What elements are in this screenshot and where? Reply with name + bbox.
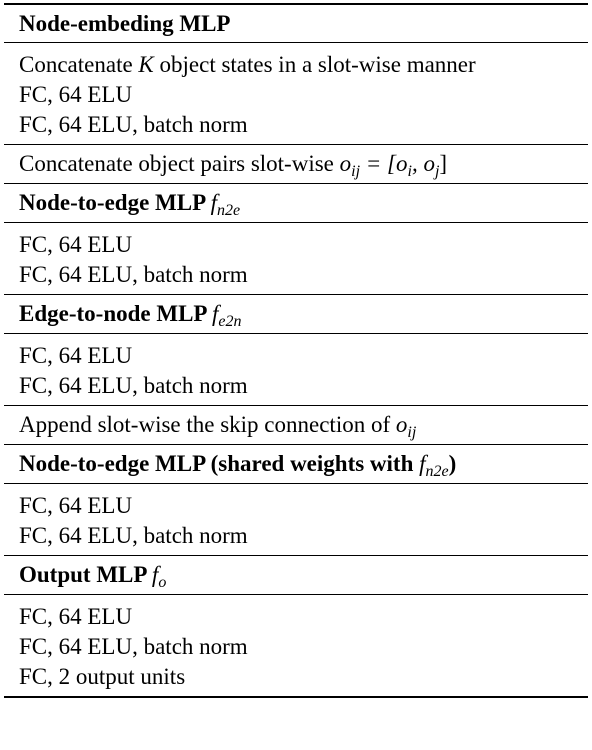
divider — [4, 294, 588, 295]
top-rule — [4, 3, 588, 5]
divider — [4, 144, 588, 145]
body-line: FC, 64 ELU — [19, 604, 133, 629]
section-body: Concatenate object pairs slot-wise oij =… — [4, 145, 588, 183]
section-body: FC, 64 ELU FC, 64 ELU, batch norm — [4, 334, 588, 405]
body-line: FC, 64 ELU, batch norm — [19, 523, 248, 548]
body-line: Concatenate K object states in a slot-wi… — [19, 52, 476, 77]
divider — [4, 42, 588, 43]
header-title: Node-embeding MLP — [19, 11, 231, 36]
body-line: FC, 64 ELU — [19, 343, 133, 368]
section-body: FC, 64 ELU FC, 64 ELU, batch norm FC, 2 … — [4, 595, 588, 696]
divider — [4, 183, 588, 184]
section-body: Append slot-wise the skip connection of … — [4, 406, 588, 444]
divider — [4, 333, 588, 334]
header-title: Output MLP — [19, 562, 152, 587]
header-title: Node-to-edge MLP (shared weights with — [19, 451, 420, 476]
divider — [4, 594, 588, 595]
body-line: FC, 64 ELU, batch norm — [19, 112, 248, 137]
section-header: Output MLP fo — [19, 562, 167, 591]
divider — [4, 405, 588, 406]
body-line: FC, 64 ELU — [19, 232, 133, 257]
body-line: Concatenate object pairs slot-wise oij =… — [19, 151, 448, 180]
body-line: Append slot-wise the skip connection of … — [19, 412, 417, 441]
architecture-table: Node-embeding MLP Concatenate K object s… — [4, 3, 588, 698]
body-line: FC, 64 ELU — [19, 493, 133, 518]
section-body: Concatenate K object states in a slot-wi… — [4, 43, 588, 144]
body-line: FC, 64 ELU, batch norm — [19, 634, 248, 659]
divider — [4, 483, 588, 484]
body-line: FC, 64 ELU, batch norm — [19, 373, 248, 398]
header-title: Edge-to-node MLP — [19, 301, 212, 326]
header-title: Node-to-edge MLP — [19, 190, 211, 215]
body-line: FC, 64 ELU — [19, 82, 133, 107]
bottom-rule — [4, 696, 588, 698]
divider — [4, 222, 588, 223]
body-line: FC, 64 ELU, batch norm — [19, 262, 248, 287]
body-line: FC, 2 output units — [19, 664, 186, 689]
section-header: Node-embeding MLP — [4, 5, 588, 42]
divider — [4, 444, 588, 445]
section-header: Node-to-edge MLP (shared weights with fn… — [19, 451, 457, 480]
section-header: Edge-to-node MLP fe2n — [19, 301, 242, 330]
divider — [4, 555, 588, 556]
section-body: FC, 64 ELU FC, 64 ELU, batch norm — [4, 223, 588, 294]
section-body: FC, 64 ELU FC, 64 ELU, batch norm — [4, 484, 588, 555]
math-symbol: K — [138, 52, 154, 77]
section-header: Node-to-edge MLP fn2e — [19, 190, 241, 219]
